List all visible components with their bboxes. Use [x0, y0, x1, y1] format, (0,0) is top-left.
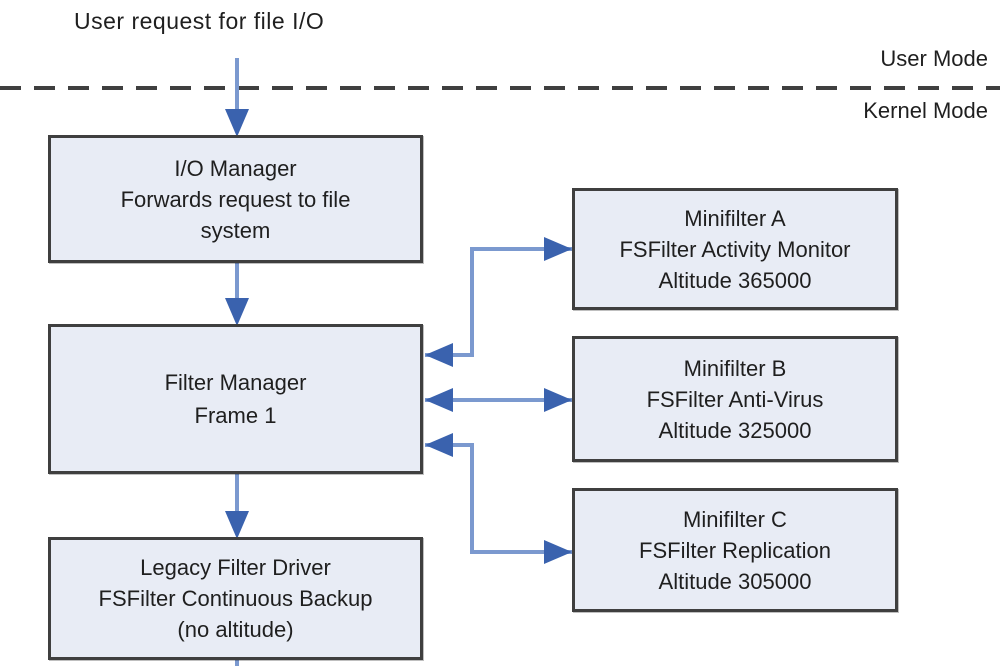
- connector-filter-manager-minifilter-c: [425, 433, 572, 564]
- connector-filter-manager-minifilter-a: [425, 237, 572, 367]
- filter-manager-body: Frame 1: [194, 403, 277, 428]
- arrowhead-down-icon: [225, 511, 249, 539]
- minifilter-b-box: Minifilter B FSFilter Anti-Virus Altitud…: [572, 336, 898, 462]
- arrow-filter-manager-to-legacy: [225, 474, 249, 539]
- minifilter-c-body: FSFilter Replication Altitude 305000: [639, 537, 831, 594]
- legacy-filter-driver-box: Legacy Filter Driver FSFilter Continuous…: [48, 537, 423, 660]
- arrowhead-left-icon: [425, 388, 453, 412]
- arrowhead-left-icon: [425, 343, 453, 367]
- io-manager-title: I/O Manager: [174, 155, 297, 181]
- connector-filter-manager-minifilter-b: [425, 388, 572, 412]
- io-manager-body: Forwards request to file system: [120, 186, 351, 243]
- io-manager-box: I/O Manager Forwards request to file sys…: [48, 135, 423, 263]
- arrowhead-down-icon: [225, 109, 249, 137]
- arrowhead-down-icon: [225, 298, 249, 326]
- user-request-label: User request for file I/O: [74, 8, 325, 34]
- minifilter-a-title: Minifilter A: [684, 205, 786, 231]
- kernel-mode-label: Kernel Mode: [863, 98, 988, 123]
- minifilter-c-title: Minifilter C: [683, 506, 787, 532]
- arrowhead-right-icon: [544, 540, 572, 564]
- filter-manager-box: Filter Manager Frame 1: [48, 324, 423, 474]
- minifilter-b-title: Minifilter B: [683, 355, 787, 381]
- minifilter-c-box: Minifilter C FSFilter Replication Altitu…: [572, 488, 898, 612]
- filter-manager-title: Filter Manager: [164, 370, 307, 395]
- arrowhead-right-icon: [544, 237, 572, 261]
- minifilter-b-body: FSFilter Anti-Virus Altitude 325000: [646, 386, 824, 443]
- arrow-io-manager-to-filter-manager: [225, 263, 249, 326]
- arrow-user-request-to-io-manager: [225, 58, 249, 137]
- minifilter-a-body: FSFilter Activity Monitor Altitude 36500…: [619, 236, 851, 293]
- minifilter-a-box: Minifilter A FSFilter Activity Monitor A…: [572, 188, 898, 310]
- arrowhead-left-icon: [425, 433, 453, 457]
- legacy-filter-driver-title: Legacy Filter Driver: [140, 555, 331, 580]
- legacy-filter-driver-body: FSFilter Continuous Backup (no altitude): [98, 586, 373, 642]
- user-mode-label: User Mode: [880, 46, 988, 71]
- arrowhead-right-icon: [544, 388, 572, 412]
